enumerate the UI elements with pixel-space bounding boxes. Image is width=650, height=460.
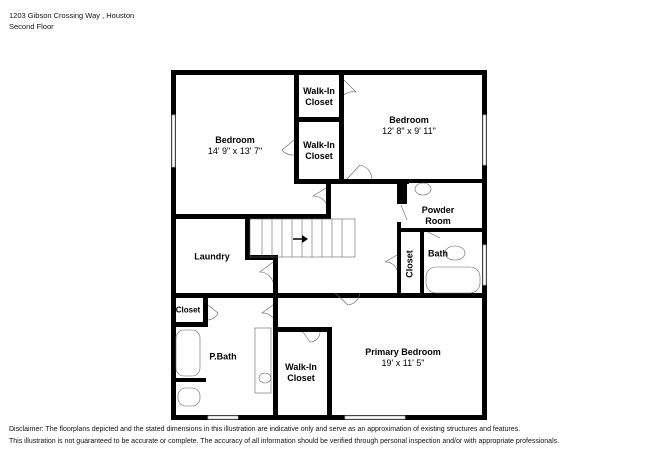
room-closet-pbath: Closet xyxy=(175,305,201,315)
disclaimer-line-2: This illustration is not guaranteed to b… xyxy=(9,438,560,445)
disclaimer-line-1: Disclaimer: The floorplans depicted and … xyxy=(9,426,521,433)
room-laundry: Laundry xyxy=(194,251,230,262)
room-bath: Bath xyxy=(428,248,448,259)
room-pbath: P.Bath xyxy=(209,351,237,362)
address-text: 1203 Gibson Crossing Way , Houston xyxy=(9,11,135,20)
floor-label: Second Floor xyxy=(9,22,54,31)
room-closet-hall: Closet xyxy=(404,250,415,278)
